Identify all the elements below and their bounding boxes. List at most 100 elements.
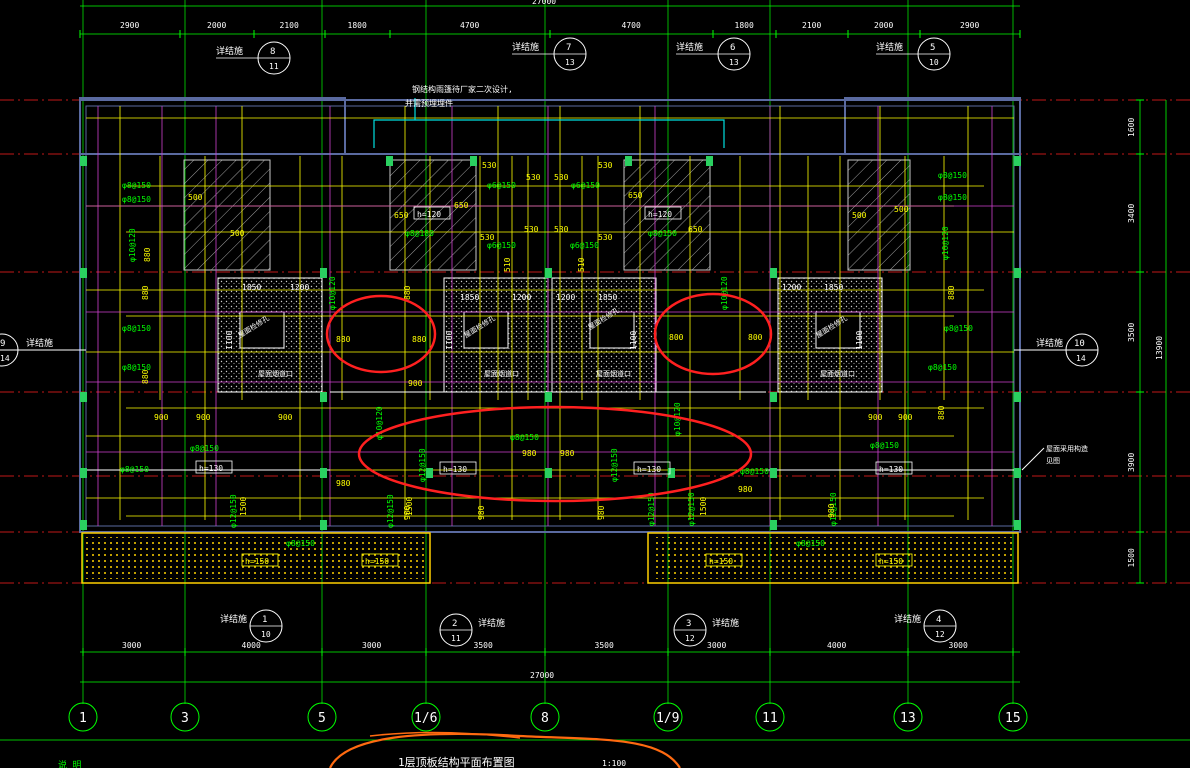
rebar-spec-label: φ8@150 — [796, 539, 825, 548]
slab-thickness-box — [361, 553, 399, 567]
slab-thickness-box — [644, 206, 682, 220]
length-label-1100: 1100 — [855, 331, 864, 350]
detail-callout-number: 1 — [262, 615, 267, 625]
slab-thickness-label: h=150 — [365, 557, 389, 566]
rebar-spec-label: φ8@150 — [122, 363, 151, 372]
rebar-spec-label: φ8@150 — [928, 363, 957, 372]
rebar-spec-label: φ10@120 — [941, 226, 950, 260]
right-note-line1: 屋面采用构造 — [1046, 444, 1088, 453]
dim-text-bottom: 3000 — [362, 641, 381, 650]
rebar-spec-label: φ10@120 — [128, 228, 137, 262]
dim-text-right: 3900 — [1127, 453, 1136, 472]
rebar-spec-label: φ6@150 — [487, 181, 516, 190]
length-label-800: 800 — [669, 333, 684, 342]
dim-text-bottom-total: 27000 — [530, 671, 554, 680]
slab-thickness-box — [633, 461, 671, 475]
detail-callout-sheet: 10 — [261, 630, 271, 639]
rebar-spec-label: φ10@120 — [673, 402, 682, 436]
axis-bubble — [530, 702, 560, 732]
length-label-530: 530 — [554, 225, 569, 234]
slab-thickness-label: h=150 — [709, 557, 733, 566]
detail-callout-sheet: 14 — [1076, 354, 1086, 363]
slab-thickness-label: h=150 — [879, 557, 903, 566]
dim-text-bottom: 3500 — [595, 641, 614, 650]
column-marker — [426, 468, 433, 478]
rebar-spec-label: φ8@150 — [510, 433, 539, 442]
dim-text-right: 3500 — [1127, 323, 1136, 342]
shaft-label: 屋面烟道口 — [820, 369, 855, 378]
hatched-slab-zones — [183, 159, 911, 271]
axis-bubble-label: 1/9 — [656, 711, 679, 726]
slab-thickness-box — [875, 461, 913, 475]
length-label-900: 900 — [196, 413, 211, 422]
dim-text-bottom: 3000 — [707, 641, 726, 650]
dim-text-top: 2900 — [120, 21, 139, 30]
rebar-spec-label: φ8@150 — [122, 324, 151, 333]
detail-callout-number: 3 — [686, 619, 691, 629]
length-label-650: 650 — [394, 211, 409, 220]
axis-bubble — [998, 702, 1028, 732]
rebar-spec-label: φ8@150 — [648, 229, 677, 238]
column-marker — [545, 268, 552, 278]
rebar-spec-label: φ10@120 — [375, 406, 384, 440]
dim-text-bottom: 3000 — [122, 641, 141, 650]
detail-callout-sheet: 12 — [935, 630, 945, 639]
length-label-980: 980 — [738, 485, 753, 494]
length-label-530: 530 — [480, 233, 495, 242]
length-label-1850: 1850 — [824, 283, 843, 292]
column-marker — [1014, 468, 1021, 478]
shaft-label: 屋面烟道口 — [258, 369, 293, 378]
length-label-500: 500 — [894, 205, 909, 214]
column-marker — [770, 392, 777, 402]
dim-text-top: 1800 — [735, 21, 754, 30]
rebar-spec-label: φ12@150 — [386, 494, 395, 528]
axis-bubble — [411, 702, 441, 732]
slab-thickness-label: h=130 — [199, 464, 223, 473]
detail-callout-text: 详结施 — [478, 617, 505, 629]
detail-callout-sheet: 12 — [685, 634, 695, 643]
axis-bubble-label: 1/6 — [414, 711, 437, 726]
length-label-900: 900 — [278, 413, 293, 422]
detail-callout-sheet: 14 — [0, 354, 10, 363]
detail-callout-text: 详结施 — [876, 41, 903, 53]
slab-thickness-label: h=120 — [417, 210, 441, 219]
length-label-530: 530 — [554, 173, 569, 182]
axis-bubble-label: 11 — [762, 711, 778, 726]
slab-thickness-label: h=130 — [879, 465, 903, 474]
rebar-spec-label: φ8@150 — [938, 193, 967, 202]
rebar-spec-label: φ12@150 — [647, 492, 656, 526]
column-marker — [545, 468, 552, 478]
detail-callout-sheet: 11 — [451, 634, 461, 643]
shaft-label: 屋面烟道口 — [596, 369, 631, 378]
rebar-spec-label: φ8@150 — [122, 181, 151, 190]
dim-text-top: 2000 — [207, 21, 226, 30]
axis-bubble — [893, 702, 923, 732]
length-label-650: 650 — [454, 201, 469, 210]
rebar-spec-label: φ8@150 — [740, 467, 769, 476]
axis-bubble-label: 8 — [541, 711, 549, 726]
dim-text-right: 1500 — [1127, 548, 1136, 567]
length-label-900: 900 — [408, 379, 423, 388]
dim-text-top: 2900 — [960, 21, 979, 30]
length-label-1100: 1100 — [225, 331, 234, 350]
length-label-900: 900 — [154, 413, 169, 422]
detail-callout-number: 10 — [1074, 339, 1085, 349]
column-marker — [1014, 392, 1021, 402]
detail-callout-number: 8 — [270, 47, 275, 57]
length-label-880: 880 — [141, 369, 150, 384]
detail-callout-number: 9 — [0, 339, 5, 349]
dim-text-right: 1600 — [1127, 118, 1136, 137]
length-label-650: 650 — [688, 225, 703, 234]
dim-text-bottom: 3000 — [949, 641, 968, 650]
axis-bubble — [170, 702, 200, 732]
title-annotation-stroke-2 — [369, 731, 521, 739]
length-label-530: 530 — [524, 225, 539, 234]
length-label-880: 880 — [143, 247, 152, 262]
column-marker — [668, 468, 675, 478]
rebar-spec-label: φ10@120 — [328, 276, 337, 310]
review-highlights — [325, 292, 773, 503]
slab-thickness-box — [413, 206, 451, 220]
